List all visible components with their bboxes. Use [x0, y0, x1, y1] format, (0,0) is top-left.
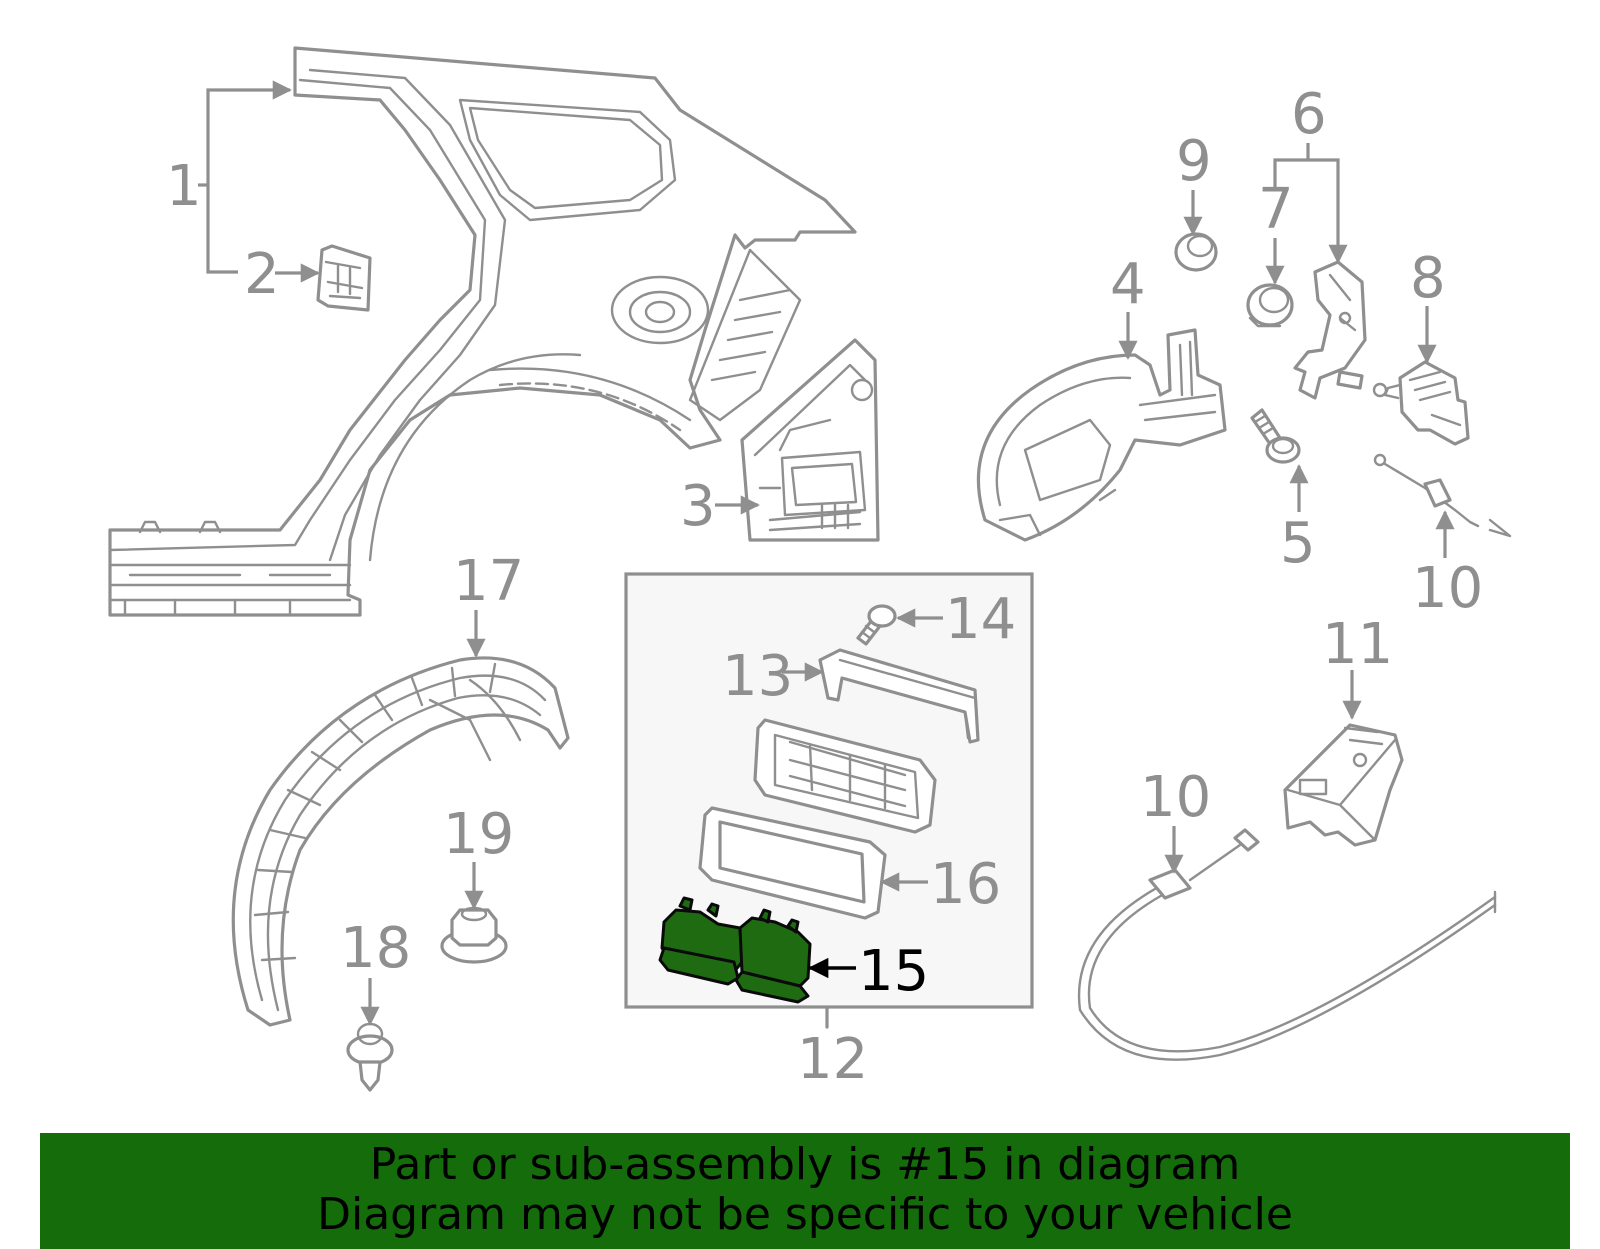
fuel-door-housing-part-4[interactable] [976, 328, 1227, 542]
callout-14[interactable]: 14 [945, 587, 1016, 652]
callout-labels: 1 2 3 4 5 6 7 8 9 10 10 11 12 13 14 15 1… [166, 82, 1483, 1092]
callout-18[interactable]: 18 [340, 916, 411, 981]
screw-part-14[interactable] [856, 604, 897, 646]
bracket-part-2[interactable] [316, 244, 372, 312]
nut-part-9[interactable] [1174, 232, 1218, 272]
grommet-part-7[interactable] [1246, 283, 1294, 328]
callout-10-upper[interactable]: 10 [1412, 556, 1483, 621]
callout-19[interactable]: 19 [443, 802, 514, 867]
quarter-panel-part[interactable] [108, 46, 857, 617]
callout-3[interactable]: 3 [680, 474, 716, 539]
callout-11[interactable]: 11 [1322, 612, 1393, 677]
callout-1[interactable]: 1 [166, 154, 202, 219]
callout-9[interactable]: 9 [1176, 129, 1212, 194]
highlighted-part-15[interactable] [658, 896, 812, 1004]
callout-16[interactable]: 16 [930, 852, 1001, 917]
callout-13[interactable]: 13 [722, 644, 793, 709]
flange-nut-part-19[interactable] [440, 906, 508, 964]
push-clip-part-18[interactable] [346, 1022, 394, 1092]
wheelhouse-liner-part-17[interactable] [231, 656, 570, 1027]
mounting-bracket-part-13[interactable] [818, 648, 980, 744]
callout-10-lower[interactable]: 10 [1140, 765, 1211, 830]
leader-lines [198, 80, 1455, 1026]
callout-7[interactable]: 7 [1258, 177, 1294, 242]
latch-part-11[interactable] [1283, 723, 1404, 847]
banner-line-part-number: Part or sub-assembly is #15 in diagram [369, 1139, 1241, 1190]
callout-17[interactable]: 17 [453, 549, 524, 614]
actuator-part-8[interactable] [1372, 360, 1470, 446]
seal-gasket-part-16[interactable] [698, 806, 887, 920]
callout-8[interactable]: 8 [1410, 246, 1446, 311]
release-cable-part-10-lower[interactable] [1077, 828, 1497, 1061]
callout-2[interactable]: 2 [244, 242, 280, 307]
callout-12[interactable]: 12 [797, 1027, 868, 1092]
fuel-door-frame[interactable] [753, 718, 937, 834]
bolt-part-5[interactable] [1250, 408, 1301, 464]
callout-6[interactable]: 6 [1291, 82, 1327, 147]
callout-5[interactable]: 5 [1280, 511, 1316, 576]
callout-4[interactable]: 4 [1110, 252, 1146, 317]
hinge-bracket-part-6[interactable] [1293, 260, 1367, 400]
callout-15-active[interactable]: 15 [858, 939, 929, 1004]
inner-panel-part-3[interactable] [740, 338, 880, 542]
banner-line-disclaimer: Diagram may not be specific to your vehi… [317, 1189, 1293, 1240]
part-info-banner: Part or sub-assembly is #15 in diagram D… [40, 1133, 1570, 1249]
release-cable-part-10-upper[interactable] [1373, 453, 1512, 538]
